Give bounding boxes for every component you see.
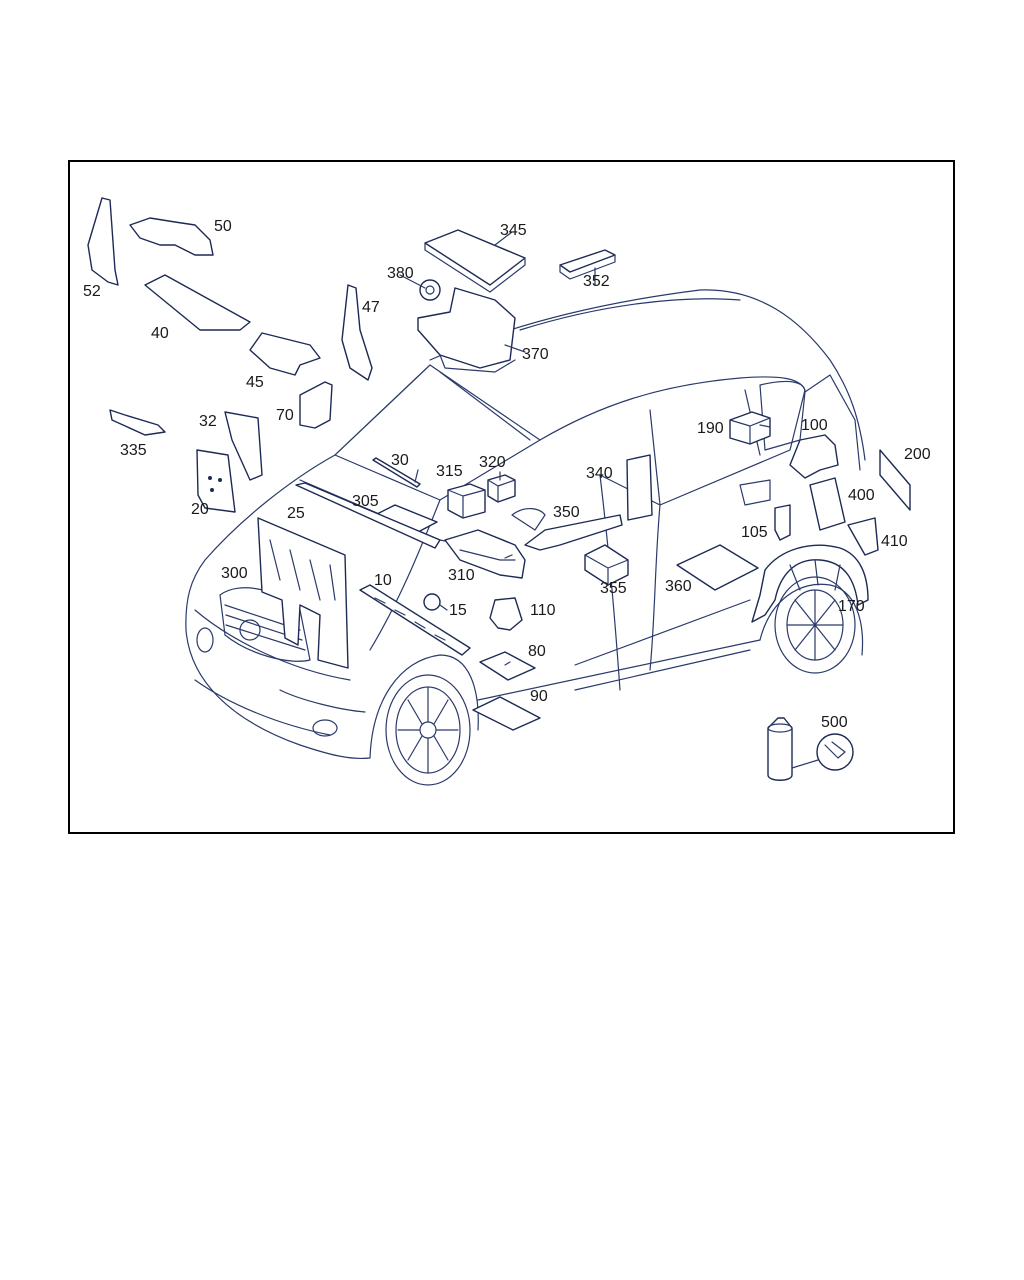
callout-190: 190 [697, 420, 724, 437]
part-52-shape [87, 197, 119, 286]
callout-310: 310 [448, 567, 475, 584]
part-105-shape [774, 504, 791, 541]
callout-90: 90 [530, 688, 548, 705]
callout-305: 305 [352, 493, 379, 510]
callout-340: 340 [586, 465, 613, 482]
part-500-shape [767, 717, 854, 781]
callout-352: 352 [583, 273, 610, 290]
part-370-shape [417, 287, 516, 369]
part-15-shape [423, 593, 441, 611]
callout-25: 25 [287, 505, 305, 522]
part-352-shape [559, 249, 616, 273]
part-355-shape [584, 544, 629, 586]
callout-320: 320 [479, 454, 506, 471]
callout-170: 170 [838, 598, 865, 615]
part-50-shape [129, 217, 214, 256]
callout-105: 105 [741, 524, 768, 541]
part-300-shape [257, 517, 349, 669]
callout-15: 15 [449, 602, 467, 619]
callout-345: 345 [500, 222, 527, 239]
part-200-shape [879, 449, 911, 511]
callout-70: 70 [276, 407, 294, 424]
callout-410: 410 [881, 533, 908, 550]
callout-400: 400 [848, 487, 875, 504]
part-310-shape [444, 529, 526, 579]
part-100-shape [789, 434, 839, 479]
part-25-shape [295, 482, 441, 549]
part-45-shape [249, 332, 321, 376]
callout-47: 47 [362, 299, 380, 316]
part-170-shape [751, 544, 869, 623]
part-40-shape [144, 274, 251, 331]
callout-315: 315 [436, 463, 463, 480]
part-380-shape [419, 279, 441, 301]
callout-200: 200 [904, 446, 931, 463]
part-90-shape [472, 696, 541, 731]
part-110-shape [489, 597, 523, 631]
part-340-shape [626, 454, 653, 521]
part-80-shape [479, 651, 536, 681]
callout-110: 110 [530, 602, 556, 619]
part-360-shape [676, 544, 759, 591]
callout-50: 50 [214, 218, 232, 235]
part-70-shape [299, 381, 333, 429]
callout-45: 45 [246, 374, 264, 391]
part-30-shape [372, 457, 421, 488]
parts [87, 197, 911, 781]
callout-40: 40 [151, 325, 169, 342]
part-335-shape [109, 409, 166, 436]
callout-360: 360 [665, 578, 692, 595]
callout-355: 355 [600, 580, 627, 597]
callout-335: 335 [120, 442, 147, 459]
part-400-shape [809, 477, 846, 531]
part-410-shape [847, 517, 879, 556]
callout-380: 380 [387, 265, 414, 282]
diagram-frame [68, 160, 955, 834]
callout-100: 100 [801, 417, 828, 434]
callout-500: 500 [821, 714, 848, 731]
leader-lines [399, 231, 771, 666]
callout-10: 10 [374, 572, 392, 589]
callout-370: 370 [522, 346, 549, 363]
part-20-shape [196, 449, 236, 513]
callout-300: 300 [221, 565, 248, 582]
part-32-shape [224, 411, 263, 481]
callout-52: 52 [83, 283, 101, 300]
callout-350: 350 [553, 504, 580, 521]
callout-20: 20 [191, 501, 209, 518]
callout-30: 30 [391, 452, 409, 469]
part-10-shape [359, 584, 471, 656]
part-315-shape [447, 483, 486, 519]
part-320-shape [487, 474, 516, 503]
callout-32: 32 [199, 413, 217, 430]
part-350-shape [524, 514, 623, 551]
callout-80: 80 [528, 643, 546, 660]
part-47-shape [341, 284, 373, 381]
